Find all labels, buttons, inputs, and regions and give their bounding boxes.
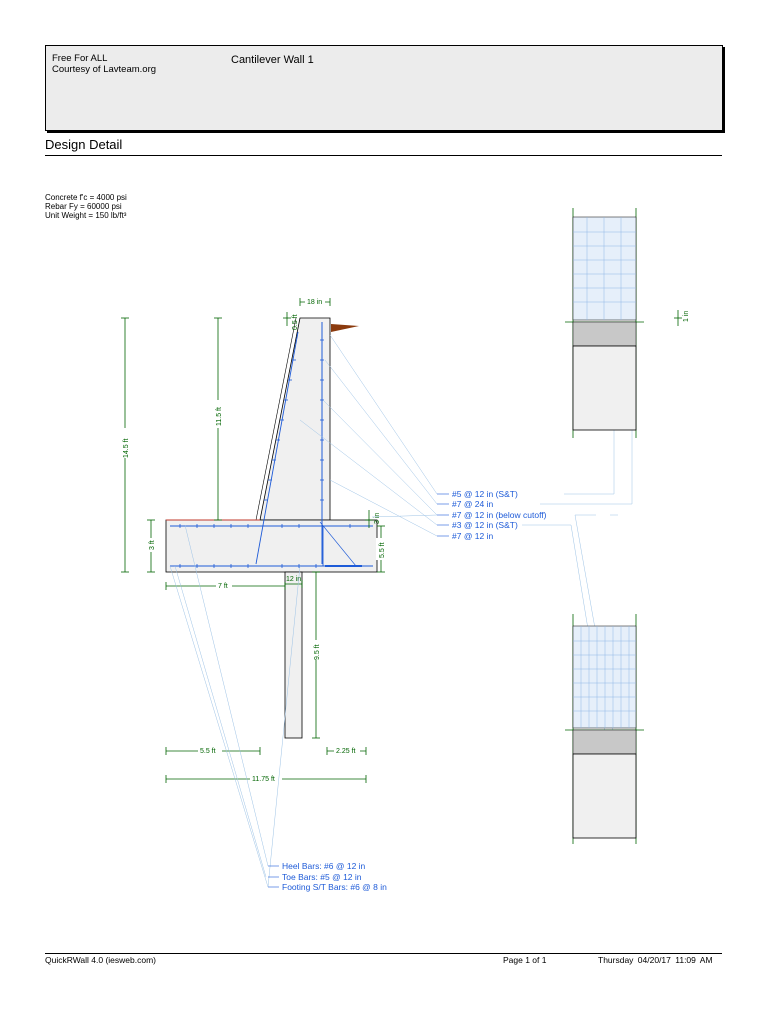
callout-3: #7 @ 12 in (below cutoff) <box>452 510 547 520</box>
callout-1: #5 @ 12 in (S&T) <box>452 489 518 499</box>
section-divider <box>45 155 722 156</box>
heel-bars-callout: Heel Bars: #6 @ 12 in <box>282 861 366 871</box>
dim-heel-length: 7 ft <box>218 583 228 590</box>
section-title: Design Detail <box>45 137 123 152</box>
toe-bars-callout: Toe Bars: #5 @ 12 in <box>282 872 362 882</box>
backfill-marker <box>331 324 359 332</box>
header-box: Free For ALL Courtesy of Lavteam.org Can… <box>45 45 723 131</box>
header-line1: Free For ALL <box>52 53 108 64</box>
document-title: Cantilever Wall 1 <box>231 54 314 66</box>
footing-concrete <box>165 519 378 573</box>
dim-key-depth: 9.5 ft <box>314 644 321 660</box>
footing-callouts: Heel Bars: #6 @ 12 in Toe Bars: #5 @ 12 … <box>268 861 387 892</box>
callout-4: #3 @ 12 in (S&T) <box>452 520 518 530</box>
dim-heel-cover-small: 5.5 ft <box>379 542 386 558</box>
dim-stem-top-width: 18 in <box>307 299 322 306</box>
unit-weight: Unit Weight = 150 lb/ft³ <box>45 211 127 220</box>
dim-top-small: 0.5 ft <box>292 314 299 330</box>
dimension-labels: 18 in 0.5 ft 14.5 ft 11.5 ft 3 ft 3 in 5… <box>120 297 386 783</box>
callout-5: #7 @ 12 in <box>452 531 494 541</box>
footer-software: QuickRWall 4.0 (iesweb.com) <box>45 955 157 965</box>
dim-footing-thickness: 3 ft <box>149 540 156 550</box>
callout-2: #7 @ 24 in <box>452 499 494 509</box>
dim-toe-length: 2.25 ft <box>336 748 356 755</box>
shear-key-concrete <box>284 571 303 739</box>
header-credits: Free For ALL Courtesy of Lavteam.org <box>52 53 156 75</box>
material-properties: Concrete f'c = 4000 psi Rebar Fy = 60000… <box>45 193 127 220</box>
footer-datetime: Thursday 04/20/17 11:09 AM <box>598 955 713 965</box>
dim-total-height: 14.5 ft <box>123 438 130 458</box>
dim-key-width: 12 in <box>286 576 301 583</box>
dim-stem-height: 11.5 ft <box>216 407 223 426</box>
header-line2: Courtesy of Lavteam.org <box>52 64 157 75</box>
section-detail-lower <box>565 614 644 844</box>
footing-st-bars-callout: Footing S/T Bars: #6 @ 8 in <box>282 882 387 892</box>
wall-section <box>165 317 378 739</box>
leader-lines <box>169 334 633 888</box>
footer-divider <box>45 953 722 954</box>
dim-section-gap: 1 in <box>683 311 690 322</box>
rebar-strength: Rebar Fy = 60000 psi <box>45 202 122 211</box>
dim-heel-offset: 5.5 ft <box>200 748 216 755</box>
footer-page-number: Page 1 of 1 <box>503 955 547 965</box>
concrete-strength: Concrete f'c = 4000 psi <box>45 193 127 202</box>
dim-footing-width: 11.75 ft <box>252 776 275 783</box>
section-detail-upper: 1 in <box>565 208 690 438</box>
rebar-callouts: #5 @ 12 in (S&T) #7 @ 24 in #7 @ 12 in (… <box>437 489 547 541</box>
dim-toe-cover: 3 in <box>374 513 381 524</box>
